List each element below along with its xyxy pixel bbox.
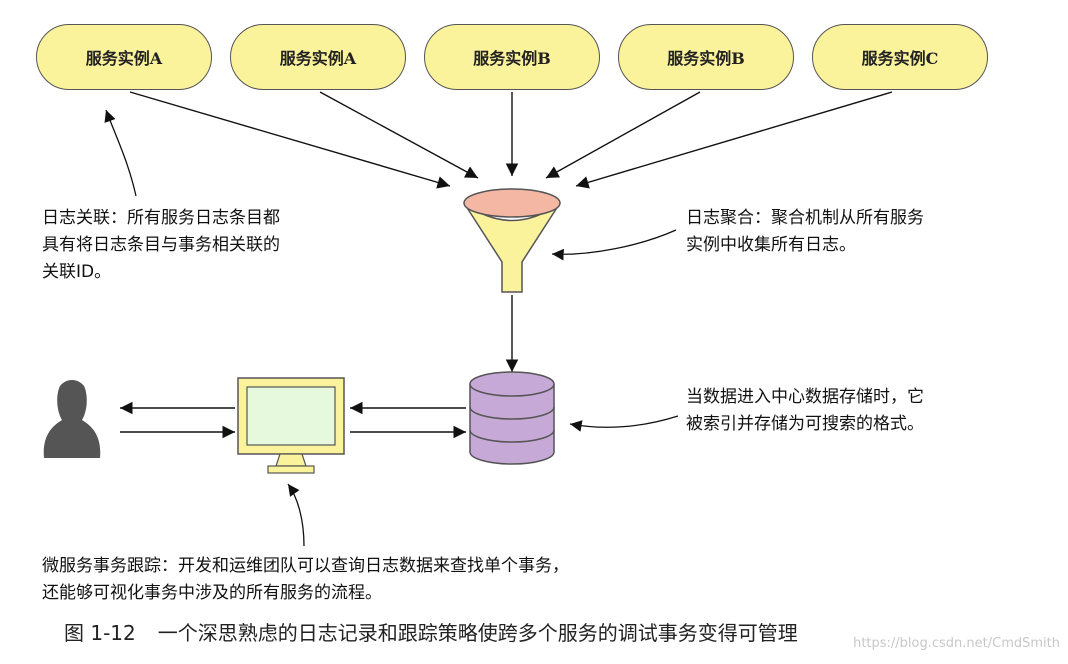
- service-instance-pill: 服务实例B: [424, 24, 600, 90]
- funnel-icon: [463, 188, 561, 293]
- note-correlation: 日志关联：所有服务日志条目都 具有将日志条目与事务相关联的 关联ID。: [42, 205, 280, 286]
- note-line: 具有将日志条目与事务相关联的: [42, 235, 280, 255]
- note-line: 被索引并存储为可搜索的格式。: [686, 414, 924, 434]
- note-line: 关联ID。: [42, 262, 112, 282]
- figure-caption-text: 一个深思熟虑的日志记录和跟踪策略使跨多个服务的调试事务变得可管理: [157, 621, 798, 645]
- note-aggregation: 日志聚合：聚合机制从所有服务 实例中收集所有日志。: [686, 205, 924, 259]
- arrow-service-5: [575, 91, 893, 189]
- note-line: 日志关联：所有服务日志条目都: [42, 208, 280, 228]
- note-line: 当数据进入中心数据存储时，它: [686, 387, 924, 407]
- note-line: 实例中收集所有日志。: [686, 235, 856, 255]
- monitor-icon: [237, 377, 345, 474]
- pointer-correlation: [104, 109, 137, 197]
- service-instance-pill: 服务实例C: [812, 24, 988, 90]
- pointer-tracing: [287, 483, 305, 547]
- arrow-service-1: [129, 91, 451, 189]
- watermark: https://blog.csdn.net/CmdSmith: [853, 636, 1060, 651]
- database-icon: [469, 371, 555, 465]
- arrow-service-2: [319, 91, 479, 179]
- note-line: 还能够可视化事务中涉及的所有服务的流程。: [42, 583, 382, 603]
- person-icon: [43, 380, 101, 458]
- arrow-service-4: [545, 91, 701, 179]
- note-storage: 当数据进入中心数据存储时，它 被索引并存储为可搜索的格式。: [686, 384, 924, 438]
- note-line: 日志聚合：聚合机制从所有服务: [686, 208, 924, 228]
- figure-number: 图 1-12: [64, 621, 136, 645]
- service-instance-pill: 服务实例A: [36, 24, 212, 90]
- pointer-storage: [569, 415, 679, 432]
- note-tracing: 微服务事务跟踪：开发和运维团队可以查询日志数据来查找单个事务， 还能够可视化事务…: [42, 553, 569, 607]
- service-instance-pill: 服务实例B: [618, 24, 794, 90]
- figure-caption: 图 1-12 一个深思熟虑的日志记录和跟踪策略使跨多个服务的调试事务变得可管理: [64, 617, 798, 646]
- note-line: 微服务事务跟踪：开发和运维团队可以查询日志数据来查找单个事务，: [42, 556, 569, 576]
- pointer-aggregation: [551, 229, 677, 261]
- service-instance-pill: 服务实例A: [230, 24, 406, 90]
